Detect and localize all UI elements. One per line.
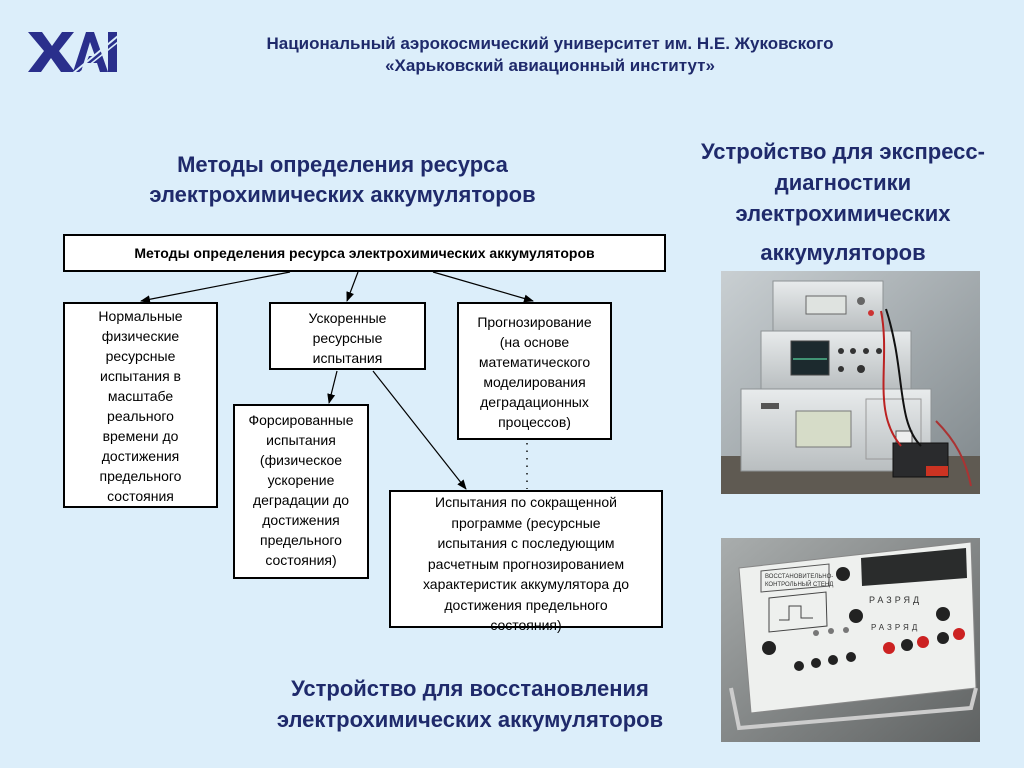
university-logo: [28, 32, 118, 74]
restoration-stand-photo: ВОССТАНОВИТЕЛЬНО- КОНТРОЛЬНЫЙ СТЕНД РАЗР…: [721, 538, 980, 742]
panel-text-line2: КОНТРОЛЬНЫЙ СТЕНД: [765, 580, 833, 588]
express-diagnostics-title: Устройство для экспресс- диагностики эле…: [701, 139, 985, 265]
restoration-device-title: Устройство для восстановления электрохим…: [276, 676, 664, 732]
forecasting-box: Прогнозирование (на основе математическо…: [457, 302, 612, 440]
diagram-arrows: [140, 271, 534, 490]
header-line-2: «Харьковский авиационный институт»: [385, 56, 715, 75]
forced-tests-box: Форсированные испытания (физическое уско…: [233, 404, 369, 579]
express-diagnostics-device-photo: [721, 271, 980, 494]
methods-title: Методы определения ресурса электрохимиче…: [149, 152, 536, 207]
razryad-label-2: РАЗРЯД: [871, 623, 920, 632]
header-line-1: Национальный аэрокосмический университет…: [266, 34, 834, 53]
accelerated-tests-box: Ускоренные ресурсные испытания: [269, 302, 426, 370]
reduced-program-box: Испытания по сокращенной программе (ресу…: [389, 490, 663, 633]
panel-text-line1: ВОССТАНОВИТЕЛЬНО-: [765, 574, 833, 580]
root-methods-box: Методы определения ресурса электрохимиче…: [63, 234, 666, 272]
razryad-label-1: РАЗРЯД: [869, 595, 922, 605]
normal-tests-box: Нормальные физические ресурсные испытани…: [63, 302, 218, 508]
